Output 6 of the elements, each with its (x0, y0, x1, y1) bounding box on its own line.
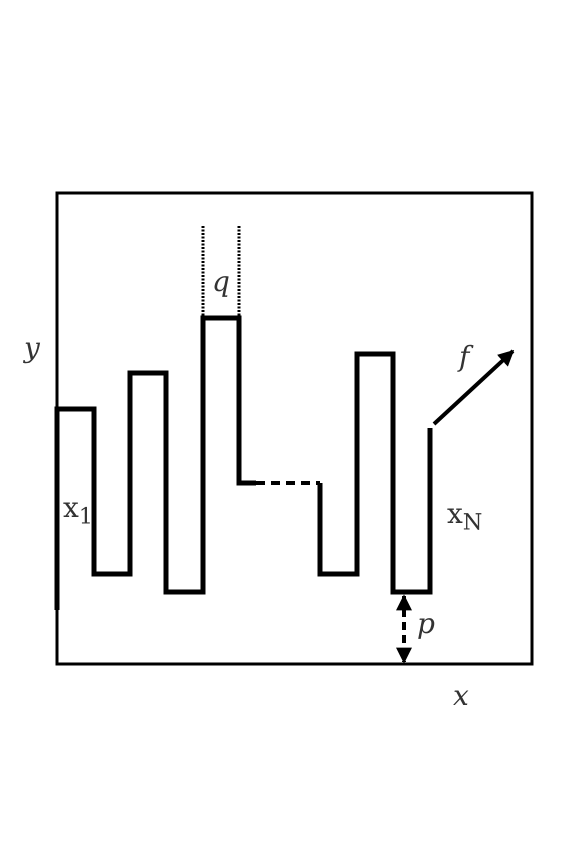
variable-label: x$_{N}$ (447, 500, 482, 534)
variable-label: p (417, 610, 435, 638)
variable-label: q (212, 268, 230, 296)
axis-label: x (453, 682, 469, 710)
variable-label: x$_{1}$ (63, 494, 94, 528)
axis-label: y (24, 334, 40, 362)
